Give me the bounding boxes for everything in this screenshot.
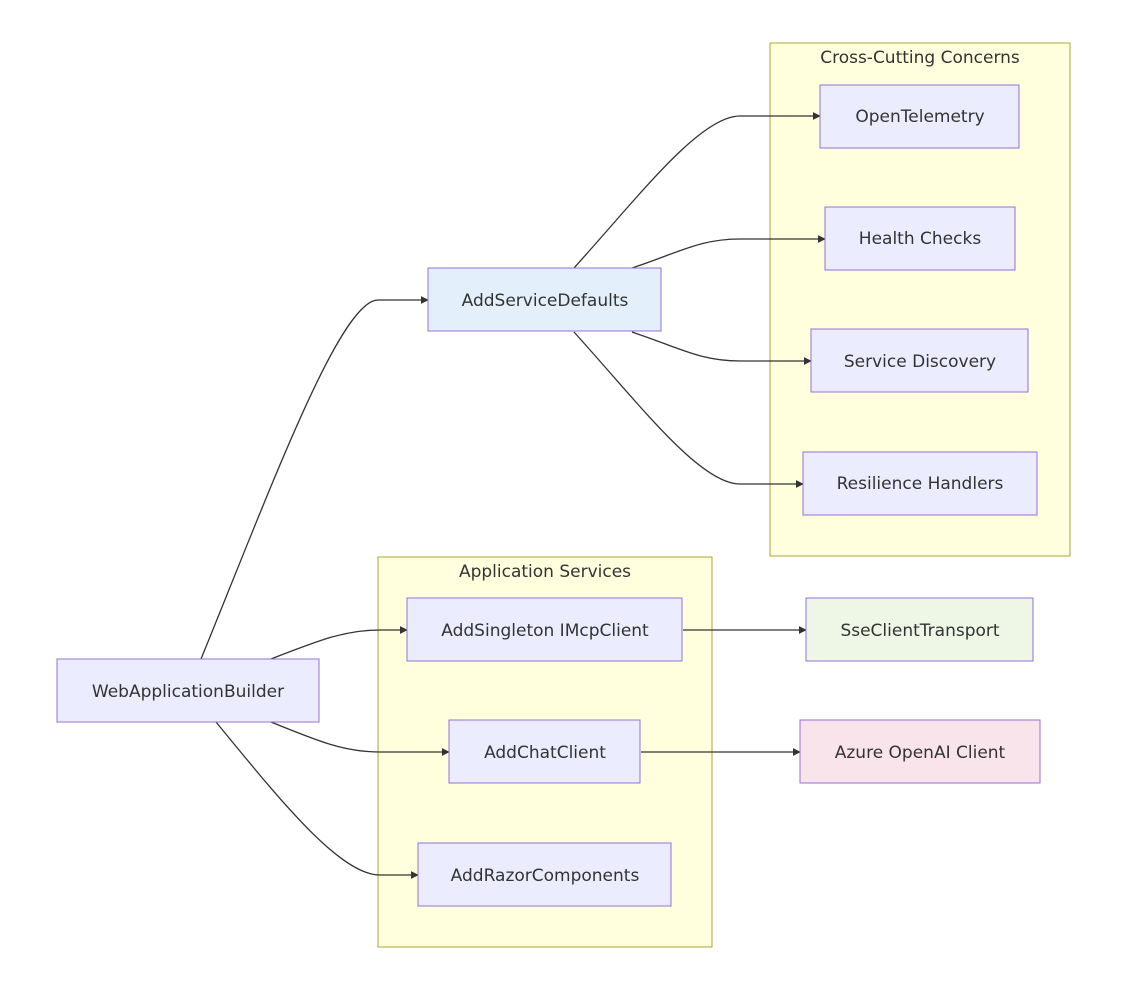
cluster-cross-cutting-concerns-title: Cross-Cutting Concerns	[820, 48, 1020, 68]
edge-addservicedefaults-to-resiliencehandlers	[573, 331, 804, 488]
node-addsingletonimcpclient[interactable]: AddSingleton IMcpClient	[406, 597, 683, 662]
edge-addservicedefaults-to-opentelemetry	[573, 112, 821, 269]
node-servicediscovery-label: Service Discovery	[844, 352, 996, 372]
node-azureopenaiclient-box	[799, 719, 1041, 784]
node-addchatclient[interactable]: AddChatClient	[448, 719, 641, 784]
node-addrazorcomponents[interactable]: AddRazorComponents	[417, 842, 672, 907]
node-addchatclient-box	[448, 719, 641, 784]
node-azureopenaiclient[interactable]: Azure OpenAI Client	[799, 719, 1041, 784]
node-addsingletonimcpclient-box	[406, 597, 683, 662]
edge-webappbuilder-to-addservicedefaults	[200, 296, 429, 660]
edge-addservicedefaults-to-healthchecks	[631, 235, 826, 269]
node-addrazorcomponents-box	[417, 842, 672, 907]
node-addservicedefaults[interactable]: AddServiceDefaults	[427, 267, 662, 332]
node-addservicedefaults-label: AddServiceDefaults	[462, 291, 629, 311]
node-addrazorcomponents-label: AddRazorComponents	[451, 866, 640, 886]
node-resiliencehandlers-label: Resilience Handlers	[837, 474, 1004, 494]
node-healthchecks-box	[824, 206, 1016, 271]
node-servicediscovery-box	[810, 328, 1029, 393]
node-azureopenaiclient-label: Azure OpenAI Client	[835, 743, 1006, 763]
node-webapplicationbuilder-box	[56, 658, 320, 723]
edge-webappbuilder-to-addrazorcomponents	[215, 721, 419, 879]
node-opentelemetry-box	[819, 84, 1020, 149]
edge-webappbuilder-to-addsingletonmcp	[270, 626, 408, 660]
node-addchatclient-label: AddChatClient	[484, 743, 606, 763]
node-webapplicationbuilder[interactable]: WebApplicationBuilder	[56, 658, 320, 723]
node-sseclienttransport-box	[805, 597, 1034, 662]
node-sseclienttransport-label: SseClientTransport	[840, 621, 999, 641]
edge-webappbuilder-to-addchatclient	[270, 721, 450, 756]
node-opentelemetry[interactable]: OpenTelemetry	[819, 84, 1020, 149]
node-resiliencehandlers-box	[802, 451, 1038, 516]
node-healthchecks[interactable]: Health Checks	[824, 206, 1016, 271]
edges	[200, 112, 826, 879]
node-webapplicationbuilder-label: WebApplicationBuilder	[92, 682, 284, 702]
node-healthchecks-label: Health Checks	[859, 229, 982, 249]
node-resiliencehandlers[interactable]: Resilience Handlers	[802, 451, 1038, 516]
node-opentelemetry-label: OpenTelemetry	[855, 107, 984, 127]
edge-addservicedefaults-to-servicediscovery	[631, 331, 812, 365]
cluster-application-services-title: Application Services	[459, 562, 631, 582]
node-addservicedefaults-box	[427, 267, 662, 332]
node-addsingletonimcpclient-label: AddSingleton IMcpClient	[441, 621, 649, 641]
node-servicediscovery[interactable]: Service Discovery	[810, 328, 1029, 393]
node-sseclienttransport[interactable]: SseClientTransport	[805, 597, 1034, 662]
